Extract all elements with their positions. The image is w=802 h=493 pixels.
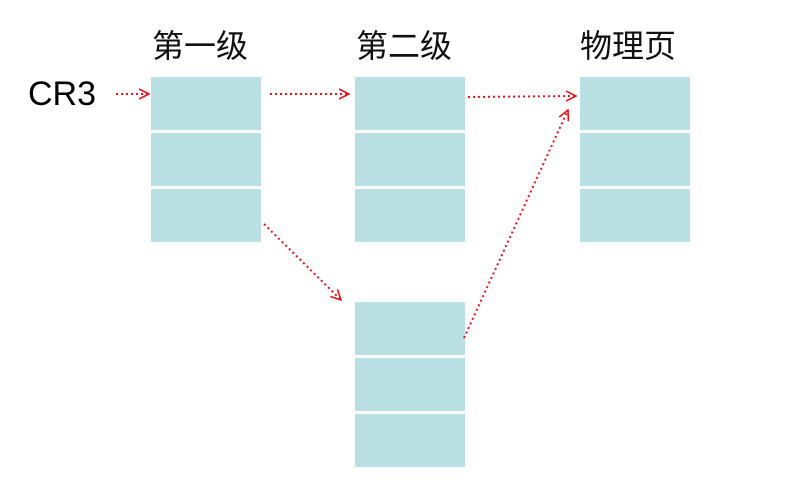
level2-entry (355, 358, 465, 411)
arrow-level1-to-level2-lower (263, 223, 341, 300)
physical-page-table (580, 77, 690, 242)
level1-entry (151, 189, 261, 242)
level2-table-lower (355, 302, 465, 467)
physical-page-entry (580, 77, 690, 130)
level1-entry (151, 133, 261, 186)
level1-title: 第一级 (152, 27, 249, 65)
level1-table (151, 77, 261, 242)
level2-entry (355, 414, 465, 467)
physical-page-entry (580, 189, 690, 242)
level2-entry (355, 133, 465, 186)
level2-title: 第二级 (356, 27, 453, 65)
level1-entry (151, 77, 261, 130)
level2-entry (355, 77, 465, 130)
physical-page-title: 物理页 (580, 27, 677, 65)
level2-entry (355, 302, 465, 355)
cr3-label: CR3 (28, 75, 97, 113)
level2-entry (355, 189, 465, 242)
arrow-level2-to-physical-page (467, 96, 576, 97)
physical-page-entry (580, 133, 690, 186)
arrow-level2-lower-to-physical-page (463, 110, 568, 339)
level2-table-upper (355, 77, 465, 242)
